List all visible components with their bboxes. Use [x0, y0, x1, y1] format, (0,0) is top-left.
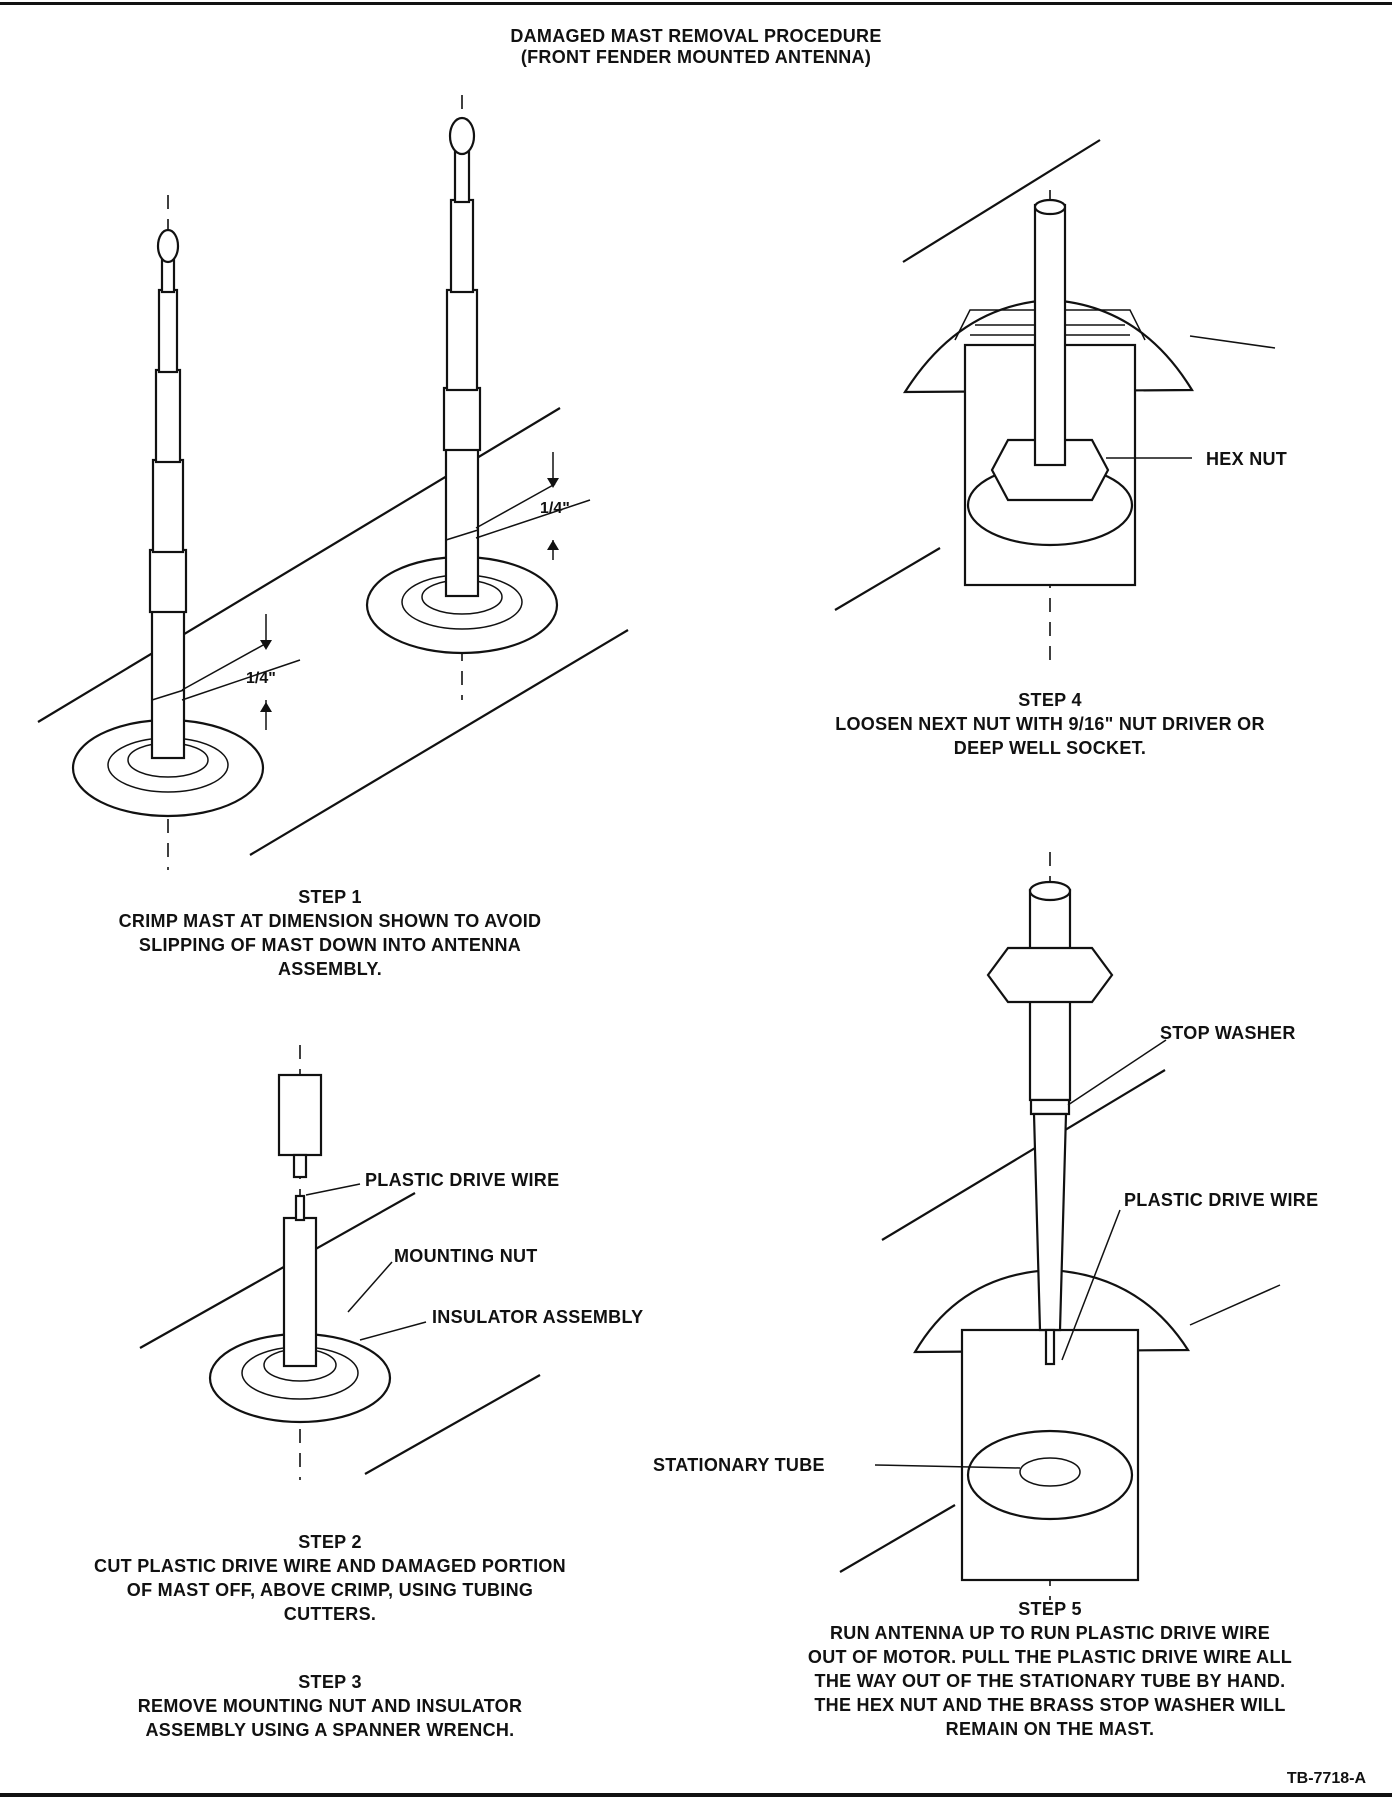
leader-plastic-drive-wire-2 — [305, 1183, 361, 1196]
left-mast-ball-tip — [156, 228, 180, 264]
leader-plastic-drive-wire-5 — [1061, 1209, 1121, 1361]
step5-line-2: OUT OF MOTOR. PULL THE PLASTIC DRIVE WIR… — [807, 1647, 1293, 1667]
stationary-tube-opening — [966, 1429, 1134, 1521]
cut-mast-stub — [282, 1216, 318, 1368]
left-dim-arrow-down — [260, 640, 272, 650]
right-mast-section-2 — [445, 288, 479, 392]
step5-caption: STEP 5 RUN ANTENNA UP TO RUN PLASTIC DRI… — [720, 1597, 1380, 1741]
fender-edge-upper-2 — [139, 1192, 416, 1349]
label-insulator-assembly: INSULATOR ASSEMBLY — [432, 1307, 644, 1327]
step1-line-1: CRIMP MAST AT DIMENSION SHOWN TO AVOID — [118, 911, 542, 931]
label-mounting-nut: MOUNTING NUT — [394, 1246, 538, 1266]
plastic-drive-wire-stub — [294, 1194, 306, 1222]
left-dim-extension-1 — [181, 659, 301, 701]
title-line-1: DAMAGED MAST REMOVAL PROCEDURE — [510, 26, 882, 46]
left-mast-section-3 — [154, 368, 182, 464]
step4-illustration — [834, 139, 1276, 665]
step5-heading: STEP 5 — [1018, 1599, 1082, 1619]
step3-line-1: REMOVE MOUNTING NUT AND INSULATOR — [137, 1696, 523, 1716]
fender-edge-lower-2 — [364, 1374, 541, 1475]
plastic-drive-wire-5 — [1044, 1328, 1056, 1366]
step4-heading: STEP 4 — [1018, 690, 1082, 710]
label-stop-washer: STOP WASHER — [1160, 1023, 1296, 1043]
step5-line-5: REMAIN ON THE MAST. — [945, 1719, 1155, 1739]
step5-illustration — [839, 852, 1281, 1600]
fender-edge-upper-5 — [881, 1069, 1166, 1241]
right-mast-section-1 — [442, 386, 482, 452]
label-plastic-drive-wire-step5: PLASTIC DRIVE WIRE — [1124, 1190, 1319, 1210]
step3-caption: STEP 3 REMOVE MOUNTING NUT AND INSULATOR… — [40, 1670, 620, 1742]
dimension-label-left: 1/4" — [246, 670, 276, 687]
step2-line-1: CUT PLASTIC DRIVE WIRE AND DAMAGED PORTI… — [94, 1556, 566, 1576]
left-mast-section-2 — [151, 458, 185, 554]
step4-caption: STEP 4 LOOSEN NEXT NUT WITH 9/16" NUT DR… — [740, 688, 1360, 760]
fender-edge-lower-5 — [839, 1504, 956, 1573]
left-mast-section-1 — [148, 548, 188, 614]
left-mast-base-section — [150, 608, 186, 760]
step4-mast-tube — [1033, 203, 1067, 467]
step4-line-1: LOOSEN NEXT NUT WITH 9/16" NUT DRIVER OR — [835, 714, 1265, 734]
label-plastic-drive-wire-step2: PLASTIC DRIVE WIRE — [365, 1170, 560, 1190]
step2-line-3: CUTTERS. — [283, 1604, 377, 1624]
step2-line-2: OF MAST OFF, ABOVE CRIMP, USING TUBING — [126, 1580, 534, 1600]
leader-stationary-tube — [874, 1464, 1021, 1469]
right-mast-section-3 — [449, 198, 475, 294]
leader-mounting-nut — [347, 1261, 393, 1313]
step3-heading: STEP 3 — [298, 1672, 362, 1692]
page-title: DAMAGED MAST REMOVAL PROCEDURE (FRONT FE… — [0, 26, 1392, 68]
bottom-rule — [0, 1793, 1392, 1797]
right-mast-ball-tip — [448, 116, 476, 156]
fender-break-line — [1189, 335, 1276, 349]
step2-illustration — [139, 1045, 541, 1480]
figure-reference-id: TB-7718-A — [1286, 1770, 1366, 1787]
step2-heading: STEP 2 — [298, 1532, 362, 1552]
step5-line-3: THE WAY OUT OF THE STATIONARY TUBE BY HA… — [814, 1671, 1286, 1691]
hex-nut — [990, 438, 1110, 502]
right-dim-arrow-down — [547, 478, 559, 488]
right-mast-base-section — [444, 446, 480, 598]
fender-break-line-5 — [1189, 1284, 1281, 1326]
step5-line-4: THE HEX NUT AND THE BRASS STOP WASHER WI… — [814, 1695, 1286, 1715]
right-crimp-mark — [445, 529, 479, 541]
label-stationary-tube: STATIONARY TUBE — [653, 1455, 825, 1475]
fender-edge-lower-4 — [834, 547, 941, 611]
step1-line-2: SLIPPING OF MAST DOWN INTO ANTENNA — [138, 935, 522, 955]
removed-mast-section — [277, 1073, 323, 1157]
stationary-tube — [1019, 1457, 1081, 1487]
left-dim-arrow-up — [260, 702, 272, 712]
right-dim-arrow-up — [547, 540, 559, 550]
left-mast-section-4 — [157, 288, 179, 374]
hex-nut-on-mast — [986, 946, 1114, 1004]
step1-heading: STEP 1 — [298, 887, 362, 907]
title-line-2: (FRONT FENDER MOUNTED ANTENNA) — [520, 47, 872, 67]
removed-wire-end — [292, 1153, 308, 1179]
left-antenna-mast — [71, 195, 301, 870]
fender-edge-upper-4 — [902, 139, 1101, 263]
top-rule — [0, 2, 1392, 5]
mast-lower-taper — [1032, 1112, 1068, 1332]
step2-caption: STEP 2 CUT PLASTIC DRIVE WIRE AND DAMAGE… — [20, 1530, 640, 1626]
step3-line-2: ASSEMBLY USING A SPANNER WRENCH. — [145, 1720, 515, 1740]
stop-washer — [1029, 1098, 1071, 1116]
step1-illustration — [37, 95, 629, 870]
dimension-label-right: 1/4" — [540, 500, 570, 517]
step4-mast-top — [1033, 198, 1067, 216]
step1-caption: STEP 1 CRIMP MAST AT DIMENSION SHOWN TO … — [40, 885, 620, 981]
left-crimp-mark — [151, 689, 185, 701]
leader-insulator-assembly — [359, 1321, 427, 1341]
step1-line-3: ASSEMBLY. — [277, 959, 383, 979]
step5-mast-top — [1028, 880, 1072, 902]
label-hex-nut: HEX NUT — [1206, 449, 1288, 469]
leader-stop-washer — [1067, 1039, 1167, 1106]
right-antenna-mast — [365, 95, 591, 700]
fender-edge-lower — [249, 629, 629, 856]
step4-line-2: DEEP WELL SOCKET. — [953, 738, 1147, 758]
right-mast-tip-rod — [453, 146, 471, 204]
step5-line-1: RUN ANTENNA UP TO RUN PLASTIC DRIVE WIRE — [829, 1623, 1271, 1643]
